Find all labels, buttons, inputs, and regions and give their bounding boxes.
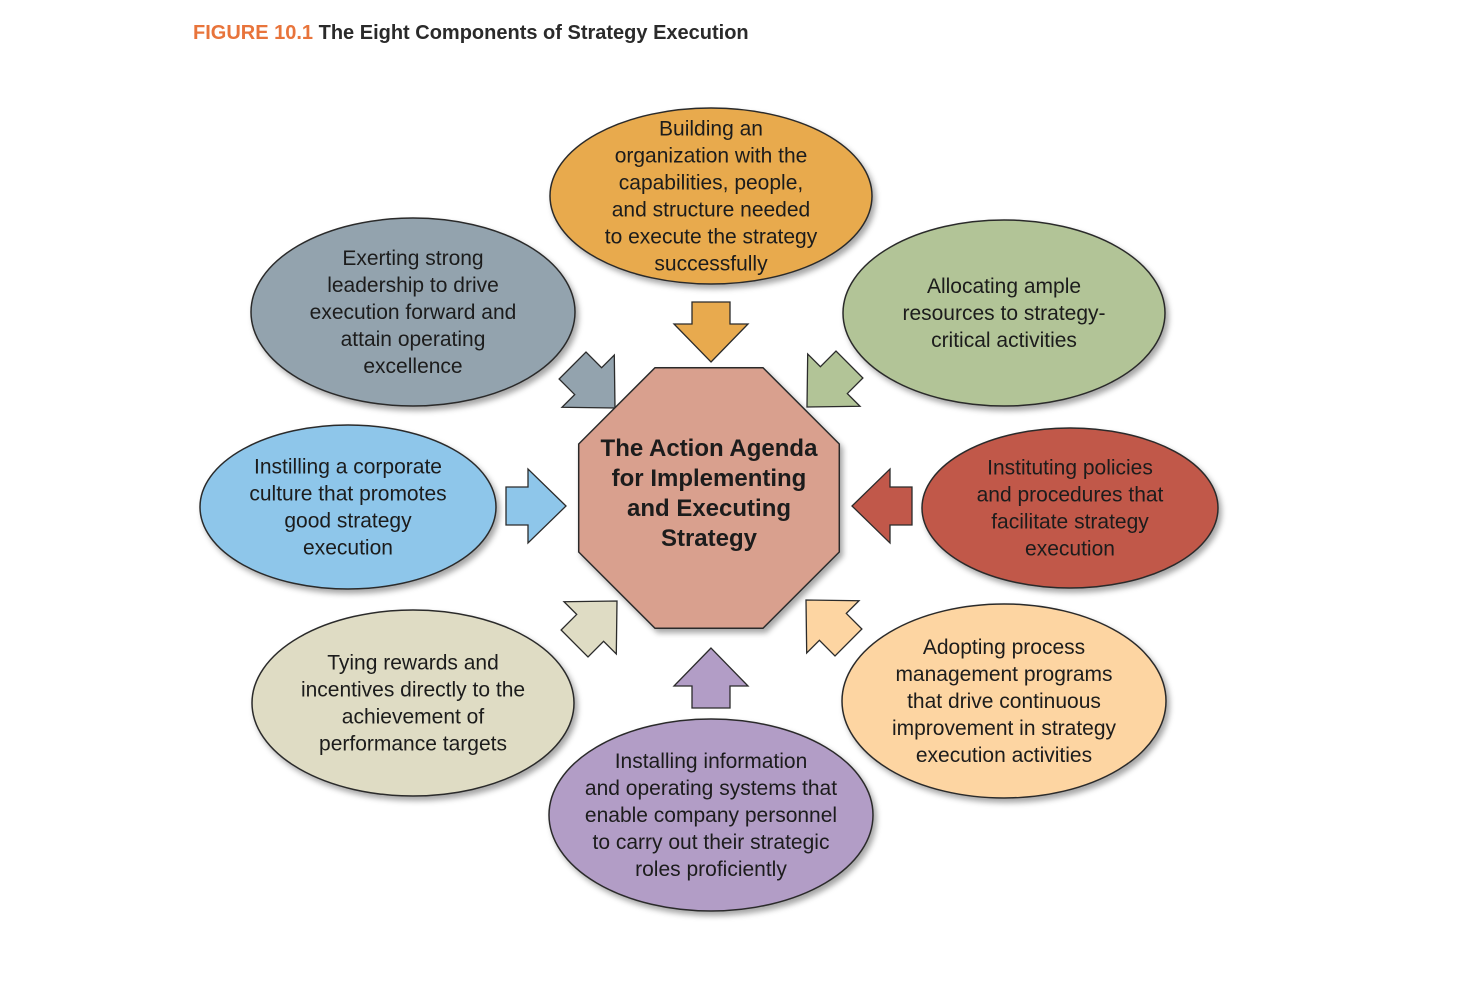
resources-node: Allocating ample resources to strategy-cr… <box>842 219 1166 407</box>
organization-text-line: successfully <box>654 253 768 276</box>
process-node: Adopting process management programs that … <box>841 603 1167 799</box>
rewards-ellipse <box>251 609 575 797</box>
rewards-text-line: incentives directly to the <box>301 679 525 702</box>
leadership-text-line: leadership to drive <box>327 274 499 297</box>
culture-text-line: execution <box>303 537 393 560</box>
center-text-line: The Action Agenda <box>601 435 819 462</box>
component-nodes: Building an organization with the capabili… <box>199 107 1219 912</box>
policies-text-line: facilitate strategy <box>991 511 1149 534</box>
information-text-line: to carry out their strategic <box>593 831 830 854</box>
organization-text-line: and structure needed <box>612 199 810 222</box>
leadership-text-line: Exerting strong <box>342 247 483 270</box>
organization-text-line: to execute the strategy <box>605 226 818 249</box>
organization-ellipse <box>549 107 873 285</box>
leadership-text-line: execution forward and <box>310 301 517 324</box>
resources-ellipse <box>842 219 1166 407</box>
culture-text-line: culture that promotes <box>249 483 446 506</box>
policies-text-line: and procedures that <box>977 484 1164 507</box>
information-text-line: enable company personnel <box>585 804 837 827</box>
organization-arrow <box>672 301 750 363</box>
resources-text-line: resources to strategy- <box>902 302 1105 325</box>
leadership-arrow <box>558 351 616 409</box>
rewards-text-line: Tying rewards and <box>327 652 499 675</box>
policies-text-line: execution <box>1025 538 1115 561</box>
leadership-text-line: attain operating <box>341 328 486 351</box>
information-text-line: and operating systems that <box>585 777 837 800</box>
process-ellipse <box>841 603 1167 799</box>
figure-title-text: The Eight Components of Strategy Executi… <box>318 22 749 44</box>
center-text-line: for Implementing <box>612 465 807 492</box>
process-arrow <box>805 599 863 657</box>
leadership-text-line: excellence <box>363 355 462 378</box>
process-text-line: execution activities <box>916 744 1092 767</box>
process-text-line: that drive continuous <box>907 690 1101 713</box>
figure-label: FIGURE 10.1 <box>193 22 314 44</box>
center-text-line: and Executing <box>627 495 791 522</box>
culture-node: Instilling a corporate culture that promo… <box>199 424 497 590</box>
resources-arrow <box>806 350 864 408</box>
arrows <box>505 301 913 709</box>
culture-arrow <box>505 467 567 545</box>
information-ellipse <box>548 718 874 912</box>
resources-text-line: critical activities <box>931 329 1077 352</box>
leadership-node: Exerting strong leadership to drive execut… <box>250 217 576 407</box>
process-text-line: improvement in strategy <box>892 717 1117 740</box>
resources-text-line: Allocating ample <box>927 275 1081 298</box>
organization-node: Building an organization with the capabili… <box>549 107 873 285</box>
center-node: The Action Agenda for Implementing and Exe… <box>577 366 841 630</box>
rewards-text-line: performance targets <box>319 733 507 756</box>
information-node: Installing information and operating syst… <box>548 718 874 912</box>
rewards-arrow <box>560 600 618 658</box>
culture-text-line: good strategy <box>284 510 412 533</box>
organization-text-line: organization with the <box>615 145 808 168</box>
culture-text-line: Instilling a corporate <box>254 456 442 479</box>
organization-text-line: Building an <box>659 118 763 141</box>
policies-arrow <box>851 467 913 545</box>
rewards-node: Tying rewards and incentives directly to … <box>251 609 575 797</box>
organization-text-line: capabilities, people, <box>619 172 803 195</box>
policies-node: Instituting policies and procedures that f… <box>921 427 1219 589</box>
information-text-line: roles proficiently <box>635 858 787 881</box>
information-arrow <box>672 647 750 709</box>
policies-ellipse <box>921 427 1219 589</box>
rewards-text-line: achievement of <box>342 706 485 729</box>
leadership-ellipse <box>250 217 576 407</box>
center-octagon <box>577 366 841 630</box>
culture-ellipse <box>199 424 497 590</box>
center-text-line: Strategy <box>661 525 758 552</box>
policies-text-line: Instituting policies <box>987 457 1153 480</box>
figure-title: FIGURE 10.1 The Eight Components of Stra… <box>193 22 749 45</box>
process-text-line: Adopting process <box>923 636 1085 659</box>
information-text-line: Installing information <box>615 750 808 773</box>
process-text-line: management programs <box>895 663 1112 686</box>
